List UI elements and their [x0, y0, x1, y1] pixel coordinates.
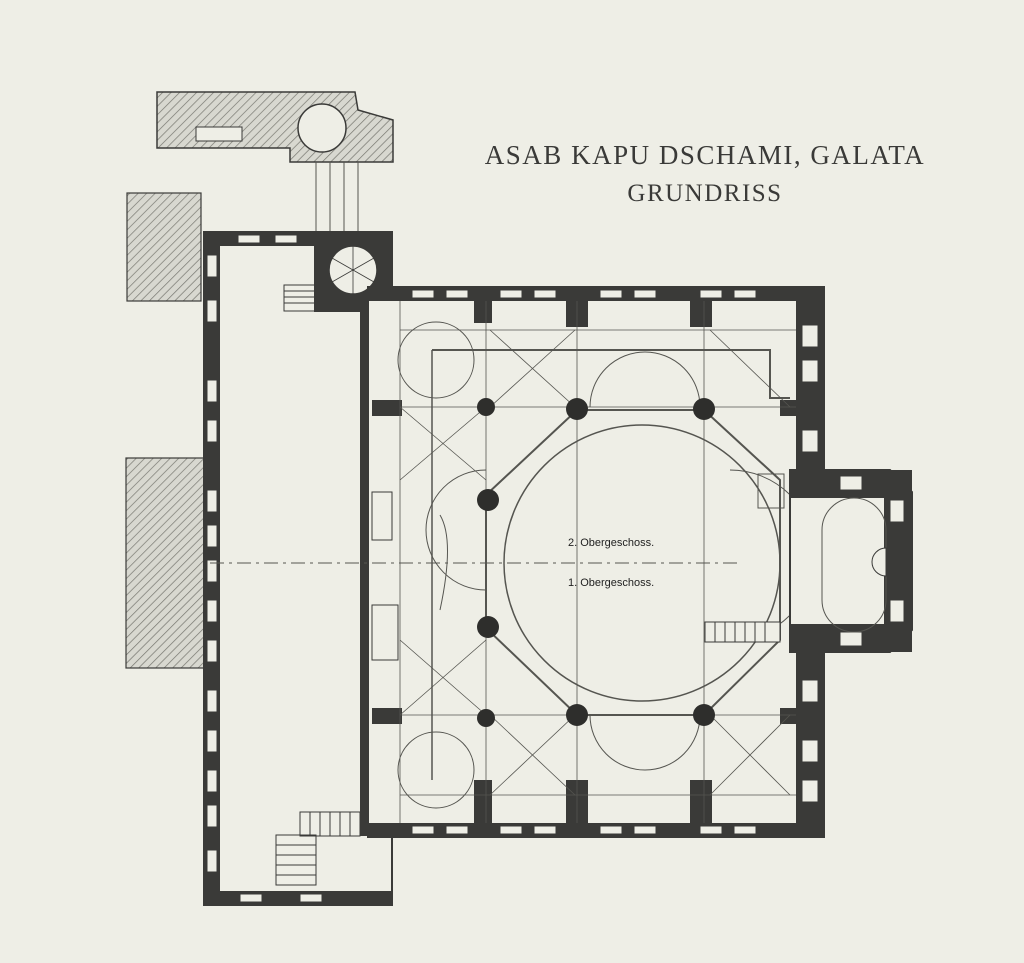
hatched-block-left-top: [126, 192, 202, 302]
minbar-stair: [704, 621, 781, 643]
adjacent-buildings: [125, 91, 394, 669]
annex-spiral-stair: [297, 103, 347, 153]
plan-subtitle: GRUNDRISS: [627, 180, 783, 207]
stair-flight-top: [283, 284, 317, 312]
label-upper-floor-1: 1. Obergeschoss.: [568, 577, 654, 589]
gallery-outline: [432, 349, 790, 399]
annex-building-top: [156, 91, 394, 163]
piers: [477, 398, 715, 727]
connector-lines: [315, 162, 359, 232]
label-upper-floor-2: 2. Obergeschoss.: [568, 537, 654, 549]
annex-window: [195, 126, 243, 142]
hatched-block-left-middle: [125, 457, 211, 669]
main-dome: [503, 424, 781, 702]
mihrab-niche: [871, 547, 887, 577]
mihrab-apse: [757, 469, 913, 653]
stair-flight-bottom: [275, 811, 361, 886]
plan-title: ASAB KAPU DSCHAMI, GALATA: [484, 140, 926, 170]
west-stair-curve: [371, 491, 393, 541]
prayer-hall: [210, 286, 825, 838]
portico-hall: [203, 231, 393, 906]
prayer-hall-outline: [367, 286, 825, 838]
